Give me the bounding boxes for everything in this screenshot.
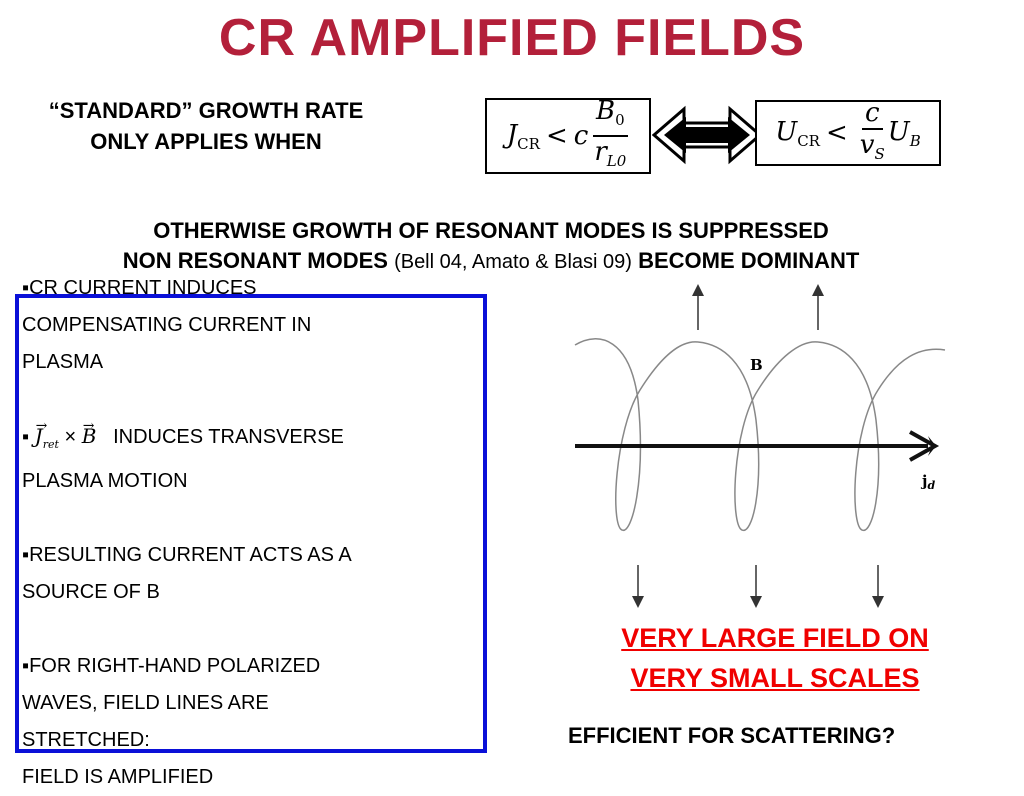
- bullet-3-line-2: SOURCE OF B: [22, 581, 160, 603]
- slide-title: CR AMPLIFIED FIELDS: [218, 9, 806, 67]
- standard-growth-text: “STANDARD” GROWTH RATE ONLY APPLIES WHEN: [0, 95, 412, 157]
- helical-field-diagram: B jd: [574, 284, 946, 608]
- eq2-rhs: UB: [887, 116, 921, 150]
- bullet-3-line-1: ▪RESULTING CURRENT ACTS AS A: [22, 544, 352, 566]
- bullet-2-line-2: PLASMA MOTION: [22, 470, 188, 492]
- jd-label: jd: [920, 472, 935, 492]
- b-vector: →B: [81, 418, 97, 448]
- highlight-text: VERY LARGE FIELD ON VERY SMALL SCALES: [560, 618, 990, 698]
- helix-field-line: [574, 338, 946, 531]
- standard-line-1: “STANDARD” GROWTH RATE: [48, 98, 364, 123]
- otherwise-text: OTHERWISE GROWTH OF RESONANT MODES IS SU…: [0, 216, 982, 277]
- condition-equation-energy: UCR < c vS UB: [755, 97, 941, 166]
- eq-coef: c: [573, 121, 589, 151]
- eq-relation: <: [545, 121, 568, 151]
- eq2-fraction: c vS: [859, 97, 885, 163]
- double-arrow-icon: [652, 105, 762, 165]
- condition-equation-current: JCR < c B0 rL0: [485, 96, 651, 174]
- bullet-4-line-2: WAVES, FIELD LINES ARE: [22, 692, 269, 714]
- eq2-lhs: UCR: [775, 116, 820, 150]
- j-ret-vector: →Jret: [34, 418, 59, 451]
- eq2-relation: <: [825, 118, 848, 148]
- bullet-4-line-4: FIELD IS AMPLIFIED: [22, 766, 214, 788]
- eq-fraction: B0 rL0: [592, 96, 628, 170]
- b-field-label: B: [750, 356, 763, 374]
- bullet-1-line-3: PLASMA: [22, 351, 104, 373]
- bullet-2-line-1: ▪ →Jret × →B INDUCES TRANSVERSE: [22, 418, 344, 451]
- bullet-box-border: [15, 294, 487, 753]
- highlight-line-2: VERY SMALL SCALES: [630, 663, 920, 693]
- question-text: EFFICIENT FOR SCATTERING?: [568, 723, 896, 748]
- otherwise-line-2: NON RESONANT MODES (Bell 04, Amato & Bla…: [122, 248, 860, 273]
- eq-lhs: JCR: [506, 119, 540, 153]
- bullet-4-line-3: STRETCHED:: [22, 729, 150, 751]
- bullet-4-line-1: ▪FOR RIGHT-HAND POLARIZED: [22, 655, 321, 677]
- bullet-1-line-1: ▪CR CURRENT INDUCES: [22, 277, 257, 299]
- otherwise-line-1: OTHERWISE GROWTH OF RESONANT MODES IS SU…: [153, 218, 829, 243]
- standard-line-2: ONLY APPLIES WHEN: [90, 129, 322, 154]
- bullet-list: ▪CR CURRENT INDUCES COMPENSATING CURRENT…: [22, 270, 482, 796]
- reference: (Bell 04, Amato & Blasi 09): [394, 251, 632, 273]
- bullet-1-line-2: COMPENSATING CURRENT IN: [22, 314, 312, 336]
- highlight-line-1: VERY LARGE FIELD ON: [621, 623, 929, 653]
